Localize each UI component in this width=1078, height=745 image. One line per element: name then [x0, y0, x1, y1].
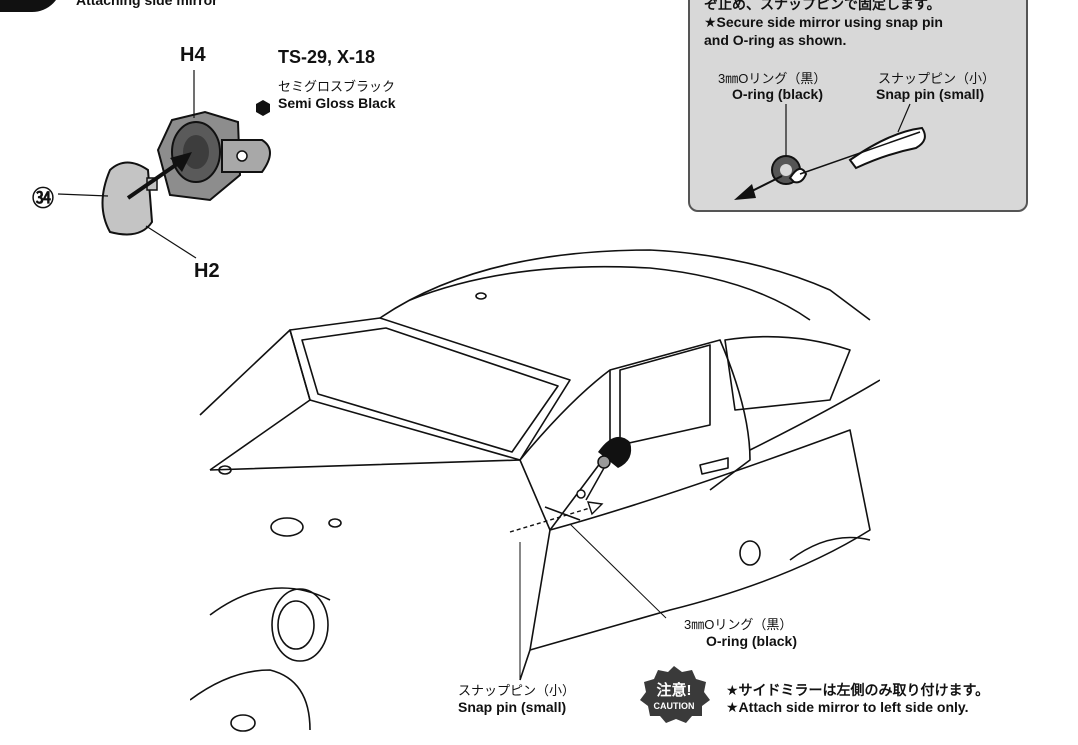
step-title: Attaching side mirror — [76, 0, 218, 8]
note-snap-en: Snap pin (small) — [876, 86, 985, 102]
note-oring-en: O-ring (black) — [732, 86, 824, 102]
note-line-en-1: ★Secure side mirror using snap pin — [704, 14, 943, 30]
callout-snap-en: Snap pin (small) — [458, 699, 567, 715]
caution-badge-en: CAUTION — [654, 701, 695, 711]
step-header: Attaching side mirror — [0, 0, 340, 12]
car-body-diagram — [190, 249, 880, 732]
paint-name-jp: セミグロスブラック — [278, 79, 396, 94]
note-line-en-2: and O-ring as shown. — [704, 32, 847, 48]
part-label-h4: H4 — [180, 44, 206, 66]
installed-mirror — [509, 436, 667, 680]
note-line-jp: ぞ止め、スナップピンで固定します。 — [704, 0, 941, 12]
mirror-base-h4 — [156, 110, 271, 202]
insert-arrow — [126, 152, 192, 200]
callout-oring-en: O-ring (black) — [706, 633, 798, 649]
note-box: ぞ止め、スナップピンで固定します。 ★Secure side mirror us… — [688, 0, 1028, 212]
part-number-34: ㉞ — [32, 186, 55, 211]
mirror-head-h2 — [101, 161, 158, 236]
paint-marker-icon — [256, 100, 270, 116]
note-snap-jp: スナップピン（小） — [878, 71, 996, 86]
callout-oring-jp: 3㎜Oリング（黒） — [684, 617, 793, 632]
caution-badge-icon: 注意! CAUTION — [640, 666, 710, 723]
note-oring-jp: 3㎜Oリング（黒） — [718, 71, 827, 86]
mirror-assembly-diagram — [57, 70, 271, 259]
paint-name-en: Semi Gloss Black — [278, 95, 396, 111]
caution-badge-jp: 注意! — [657, 681, 692, 699]
note-detail-diagram — [734, 103, 926, 200]
part-label-h2: H2 — [194, 260, 220, 282]
paint-code: TS-29, X-18 — [278, 47, 376, 67]
caution-text-en: ★Attach side mirror to left side only. — [726, 699, 969, 715]
callout-snap-jp: スナップピン（小） — [458, 683, 576, 698]
caution-text-jp: ★サイドミラーは左側のみ取り付けます。 — [726, 682, 990, 698]
